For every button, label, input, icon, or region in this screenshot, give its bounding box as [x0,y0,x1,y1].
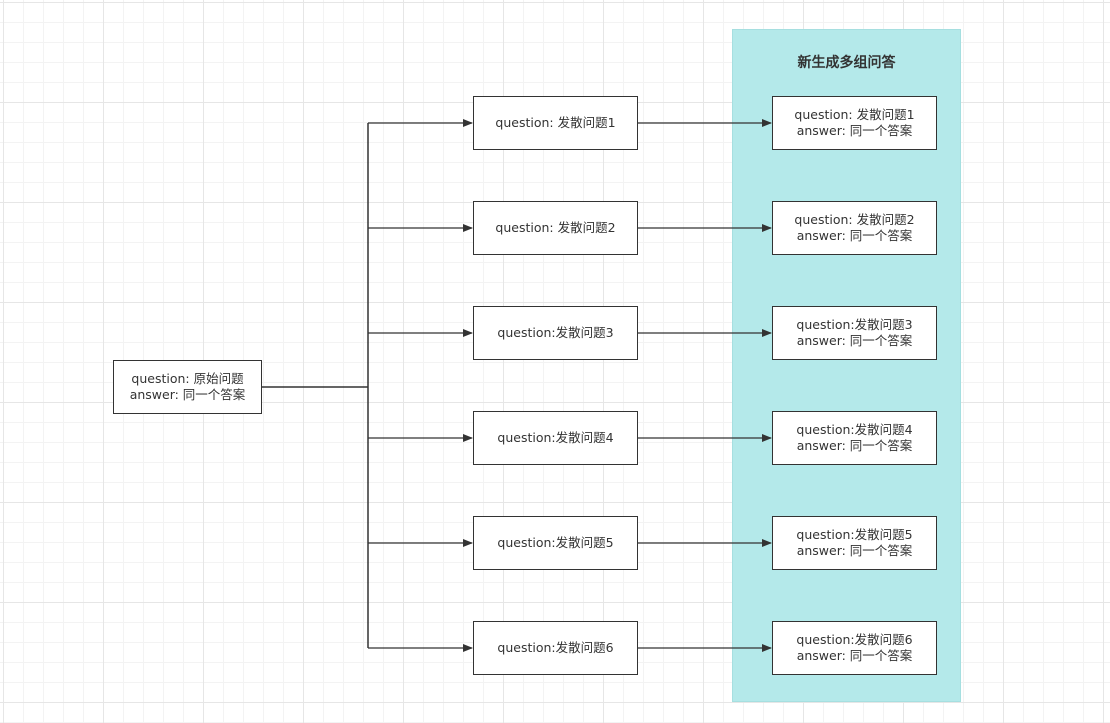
generated-answer-text: answer: 同一个答案 [796,648,913,663]
divergent-question-node-5[interactable]: question:发散问题5 [473,516,638,570]
divergent-question-text: question: 发散问题1 [495,115,616,130]
generated-answer-text: answer: 同一个答案 [796,543,913,558]
generated-qa-node-6[interactable]: question:发散问题6 answer: 同一个答案 [772,621,937,675]
source-answer-text: answer: 同一个答案 [129,387,246,402]
generated-qa-node-5[interactable]: question:发散问题5 answer: 同一个答案 [772,516,937,570]
divergent-question-text: question:发散问题3 [497,325,614,340]
generated-question-text: question:发散问题5 [796,527,913,542]
generated-qa-node-2[interactable]: question: 发散问题2 answer: 同一个答案 [772,201,937,255]
divergent-question-node-3[interactable]: question:发散问题3 [473,306,638,360]
divergent-question-node-2[interactable]: question: 发散问题2 [473,201,638,255]
generated-answer-text: answer: 同一个答案 [796,333,913,348]
generated-qa-node-1[interactable]: question: 发散问题1 answer: 同一个答案 [772,96,937,150]
panel-title: 新生成多组问答 [797,55,896,71]
generated-answer-text: answer: 同一个答案 [796,123,913,138]
divergent-question-node-4[interactable]: question:发散问题4 [473,411,638,465]
source-qa-node[interactable]: question: 原始问题 answer: 同一个答案 [113,360,262,414]
divergent-question-node-6[interactable]: question:发散问题6 [473,621,638,675]
generated-question-text: question:发散问题6 [796,632,913,647]
generated-answer-text: answer: 同一个答案 [796,438,913,453]
generated-qa-node-3[interactable]: question:发散问题3 answer: 同一个答案 [772,306,937,360]
generated-question-text: question: 发散问题1 [794,107,915,122]
generated-question-text: question:发散问题3 [796,317,913,332]
source-question-text: question: 原始问题 [131,371,244,386]
divergent-question-text: question: 发散问题2 [495,220,616,235]
divergent-question-text: question:发散问题4 [497,430,614,445]
generated-question-text: question: 发散问题2 [794,212,915,227]
divergent-question-text: question:发散问题6 [497,640,614,655]
generated-answer-text: answer: 同一个答案 [796,228,913,243]
divergent-question-text: question:发散问题5 [497,535,614,550]
generated-question-text: question:发散问题4 [796,422,913,437]
divergent-question-node-1[interactable]: question: 发散问题1 [473,96,638,150]
generated-qa-node-4[interactable]: question:发散问题4 answer: 同一个答案 [772,411,937,465]
